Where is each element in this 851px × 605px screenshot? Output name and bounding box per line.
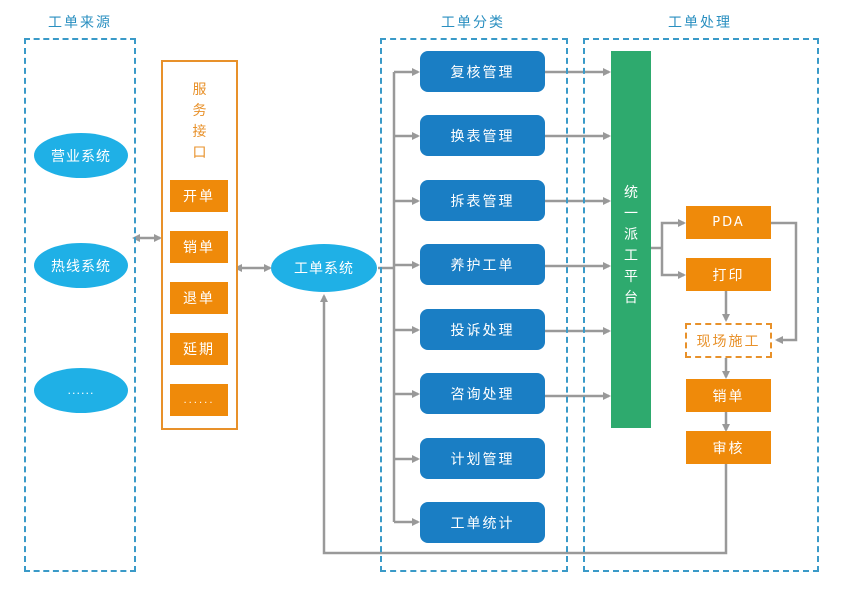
interface-item-return[interactable]: 退单 [170,282,228,314]
category-plan[interactable]: 计划管理 [420,438,545,479]
work-order-system[interactable]: 工单系统 [271,244,377,292]
platform-char: 一 [624,206,638,222]
platform-char: 派 [624,227,638,243]
title-char: 口 [192,145,207,161]
interface-item-extend[interactable]: 延期 [170,333,228,365]
category-inquiry[interactable]: 咨询处理 [420,373,545,414]
interface-item-close[interactable]: 销单 [170,231,228,263]
source-system-more[interactable]: ...... [34,368,128,413]
arrow-audit-feedback [320,294,728,555]
title-char: 服 [192,82,207,98]
arrow-platform-pda [660,219,686,248]
platform-char: 统 [624,185,638,201]
interface-item-more[interactable]: ...... [170,384,228,416]
section-title-process: 工单处理 [668,15,732,31]
step-close-order[interactable]: 销单 [686,379,771,412]
step-onsite-construction[interactable]: 现场施工 [685,323,772,358]
platform-char: 平 [624,269,638,285]
platform-char: 工 [624,248,638,264]
category-maintenance[interactable]: 养护工单 [420,244,545,285]
category-recheck[interactable]: 复核管理 [420,51,545,92]
step-print[interactable]: 打印 [686,258,771,291]
arrow-pda-onsite [771,221,798,344]
category-meter-replace[interactable]: 换表管理 [420,115,545,156]
title-char: 接 [192,124,207,140]
title-char: 务 [192,103,207,119]
category-statistics[interactable]: 工单统计 [420,502,545,543]
service-interface-title: 服 务 接 口 [161,80,238,164]
step-audit[interactable]: 审核 [686,431,771,464]
category-meter-remove[interactable]: 拆表管理 [420,180,545,221]
classify-section-box [380,38,568,572]
dispatch-platform-label: 统 一 派 工 平 台 [611,183,651,309]
source-section-box [24,38,136,572]
section-title-source: 工单来源 [48,15,112,31]
dispatch-platform[interactable]: 统 一 派 工 平 台 [611,51,651,428]
step-pda[interactable]: PDA [686,206,771,239]
arrow-platform-print [660,248,686,279]
category-complaint[interactable]: 投诉处理 [420,309,545,350]
source-system-business[interactable]: 营业系统 [34,133,128,178]
interface-item-open[interactable]: 开单 [170,180,228,212]
source-system-hotline[interactable]: 热线系统 [34,243,128,288]
section-title-classify: 工单分类 [441,15,505,31]
process-section-box [583,38,819,572]
platform-char: 台 [624,290,638,306]
